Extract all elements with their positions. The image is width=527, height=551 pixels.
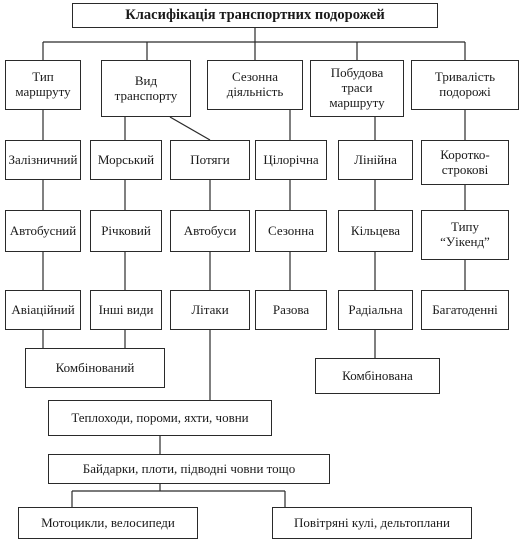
transport-balloons: Повітряні кулі, дельтоплани [272,507,472,539]
category-seasonal-activity: Сезонна діяльність [207,60,303,110]
duration-multi-day: Багатоденні [421,290,509,330]
category-transport-type: Вид транспорту [101,60,191,117]
transport-kayaks: Байдарки, плоти, підводні човни тощо [48,454,330,484]
transport-river: Річковий [90,210,162,252]
seasonal-year-round: Цілорічна [255,140,327,180]
transport-other: Інші види [90,290,162,330]
transport-buses: Автобуси [170,210,250,252]
seasonal-seasonal: Сезонна [255,210,327,252]
route-radial: Радіальна [338,290,413,330]
duration-short-term: Коротко- строкові [421,140,509,185]
transport-sea: Морський [90,140,162,180]
duration-weekend: Типу “Уікенд” [421,210,509,260]
transport-motor-ships: Теплоходи, пороми, яхти, човни [48,400,272,436]
route-type-bus: Автобусний [5,210,81,252]
route-type-combined: Комбінований [25,348,165,388]
route-type-air: Авіаційний [5,290,81,330]
route-linear: Лінійна [338,140,413,180]
category-duration: Тривалість подорожі [411,60,519,110]
transport-planes: Літаки [170,290,250,330]
category-route-type: Тип маршруту [5,60,81,110]
diagram-title: Класифікація транспортних подорожей [72,3,438,28]
route-type-railway: Залізничний [5,140,81,180]
seasonal-one-time: Разова [255,290,327,330]
transport-motorcycles: Мотоцикли, велосипеди [18,507,198,539]
transport-trains: Потяги [170,140,250,180]
category-route-construction: Побудова траси маршруту [310,60,404,117]
route-circular: Кільцева [338,210,413,252]
route-combined: Комбінована [315,358,440,394]
